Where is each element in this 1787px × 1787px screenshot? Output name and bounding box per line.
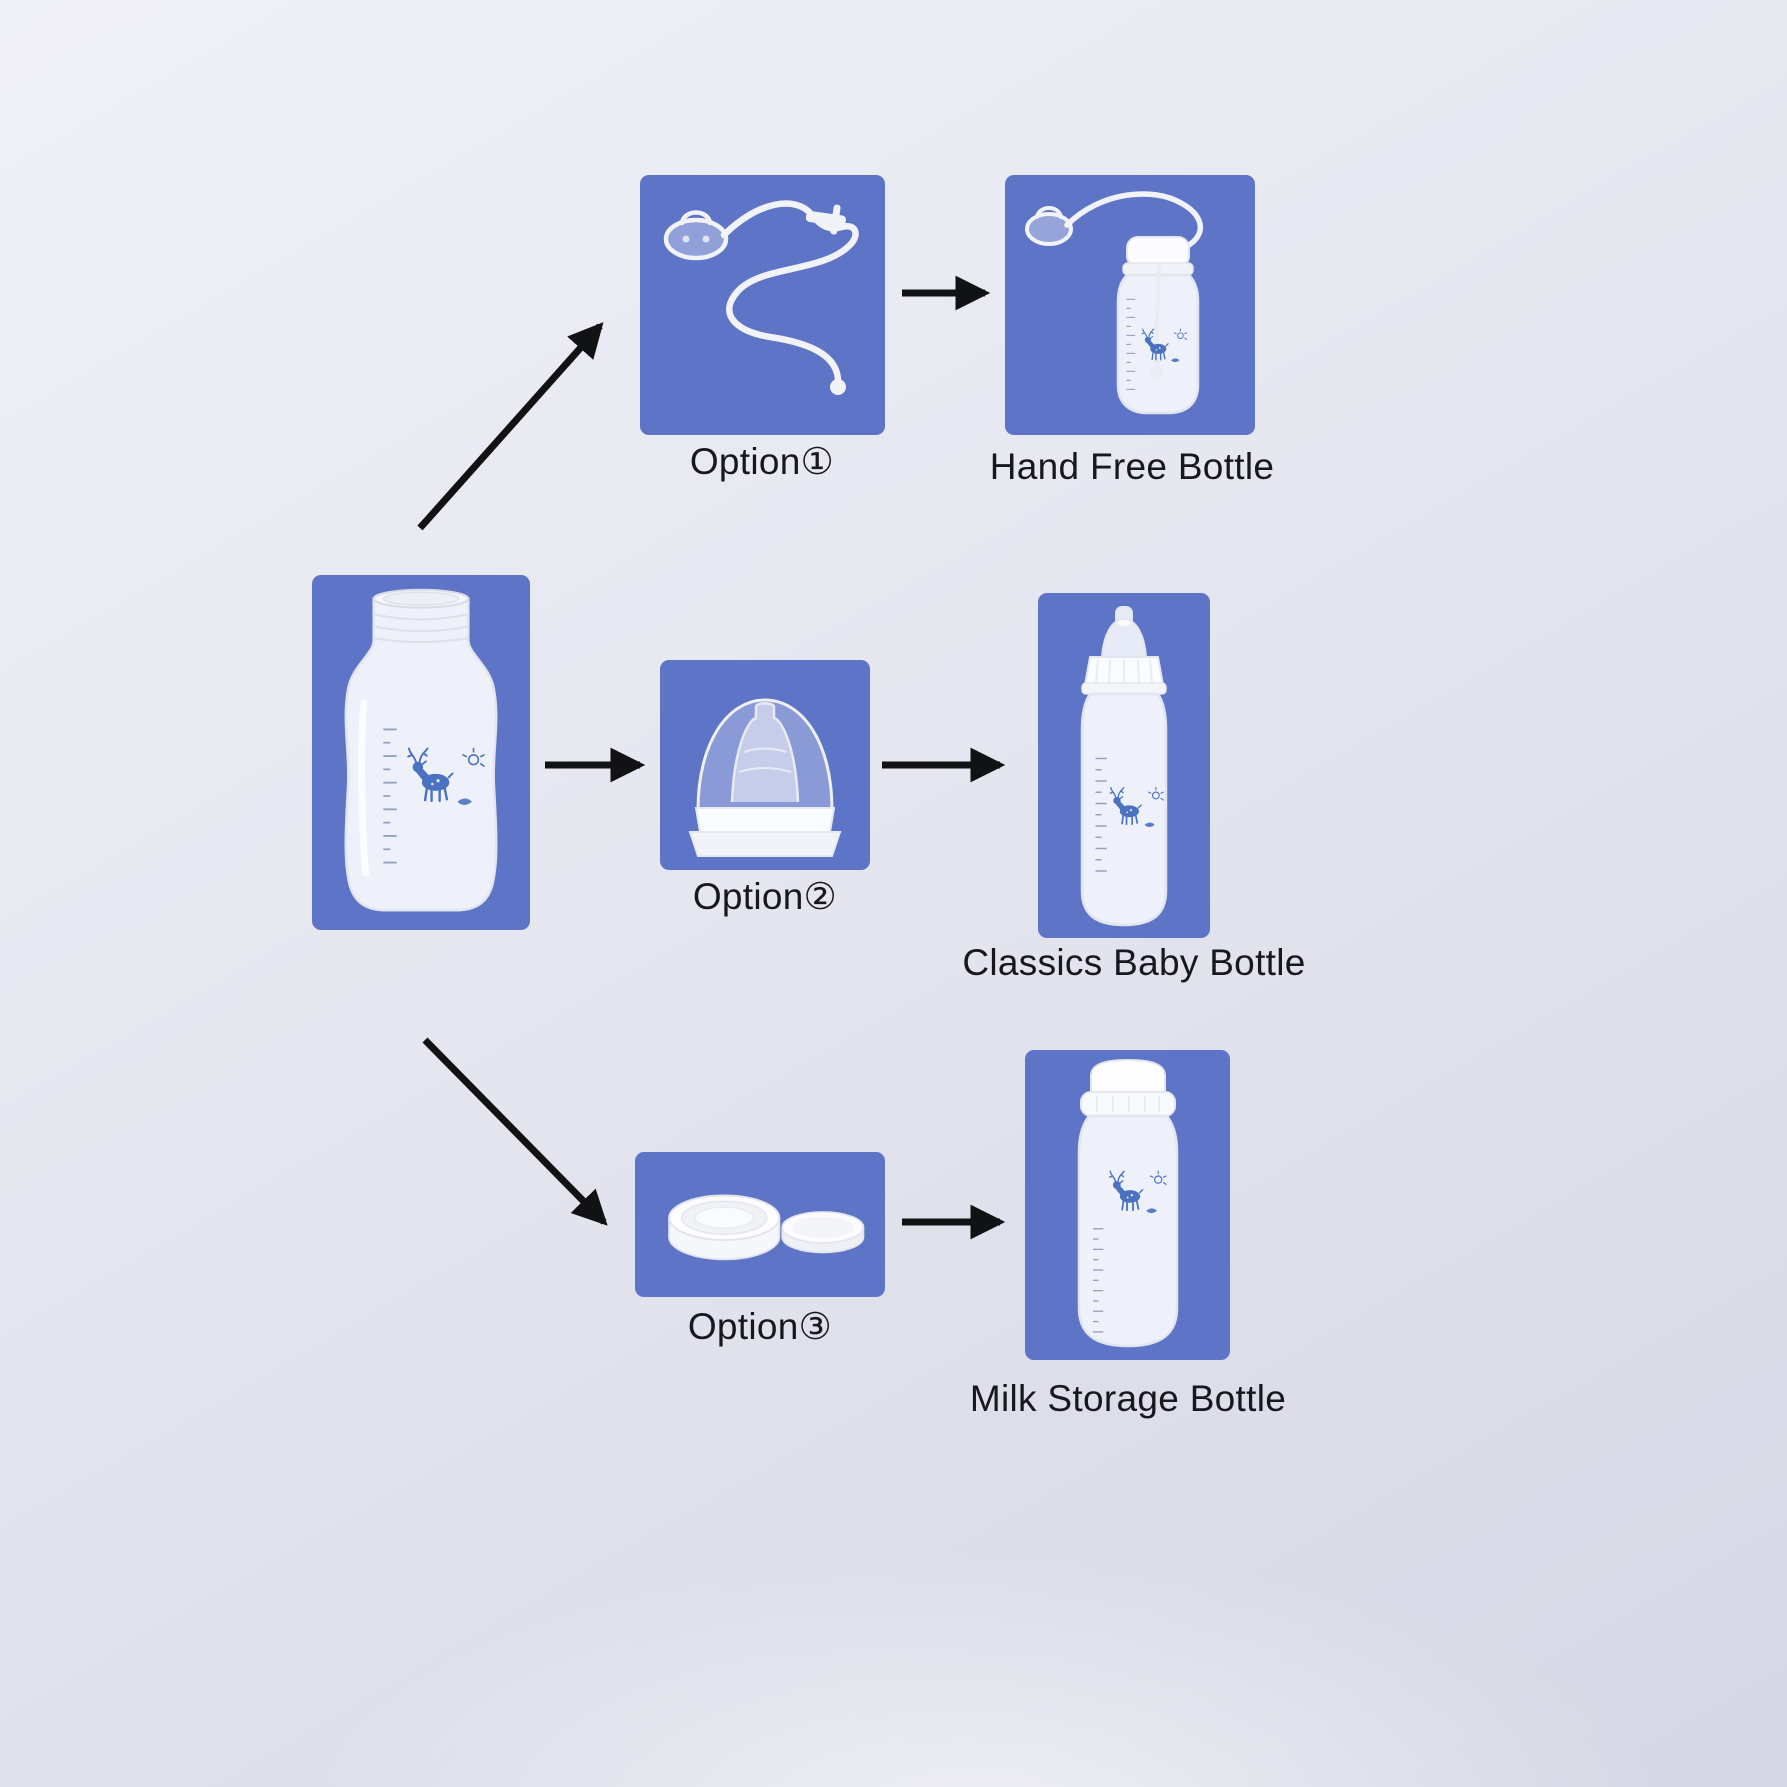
sealing-discs-icon — [668, 1194, 865, 1261]
tile-option-2 — [660, 660, 870, 870]
tile-milk-storage-bottle — [1025, 1050, 1230, 1360]
option-3-label: Option③ — [687, 1306, 833, 1347]
hand-free-bottle-label: Hand Free Bottle — [989, 446, 1275, 487]
classics-baby-bottle-label: Classics Baby Bottle — [962, 942, 1306, 983]
wide-neck-teat-icon — [688, 698, 842, 857]
tile-hand-free-bottle — [1005, 175, 1255, 435]
tile-option-1 — [640, 175, 885, 435]
arrow-base-to-option1 — [417, 322, 604, 531]
hand-free-bottle-icon — [1025, 191, 1204, 415]
tile-classic-baby-bottle — [1038, 593, 1210, 938]
milk-storage-bottle-icon — [1077, 1058, 1179, 1348]
tile-base-bottle — [312, 575, 530, 930]
arrow-base-to-option3 — [422, 1037, 608, 1226]
option-1-label: Option① — [689, 441, 835, 482]
milk-storage-bottle-label: Milk Storage Bottle — [969, 1378, 1287, 1419]
classic-baby-bottle-icon — [1080, 606, 1168, 927]
option-2-label: Option② — [692, 876, 838, 917]
pacifier-feeding-tube-icon — [663, 200, 859, 395]
tile-option-3 — [635, 1152, 885, 1297]
glass-bottle-icon — [344, 588, 498, 912]
